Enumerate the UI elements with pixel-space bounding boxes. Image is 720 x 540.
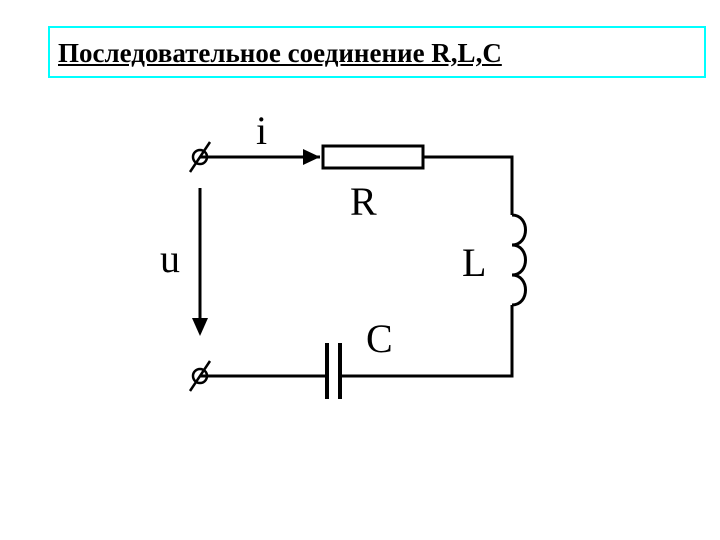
- resistor-label: R: [350, 179, 377, 224]
- voltage-arrow-head: [192, 318, 208, 336]
- inductor-label: L: [462, 240, 486, 285]
- resistor-symbol: [321, 144, 425, 170]
- page-title: Последовательное соединение R,L,C: [58, 38, 502, 68]
- inductor-symbol: [511, 213, 527, 307]
- wire-top-right: [423, 155, 514, 215]
- current-label: i: [256, 108, 267, 153]
- current-arrow: [303, 149, 320, 165]
- wire-bottom-right: [340, 305, 514, 378]
- terminal-bottom: [188, 360, 212, 392]
- capacitor-label: C: [366, 316, 393, 361]
- voltage-label: u: [160, 236, 180, 281]
- title-panel: [50, 28, 704, 76]
- terminal-top: [188, 141, 212, 173]
